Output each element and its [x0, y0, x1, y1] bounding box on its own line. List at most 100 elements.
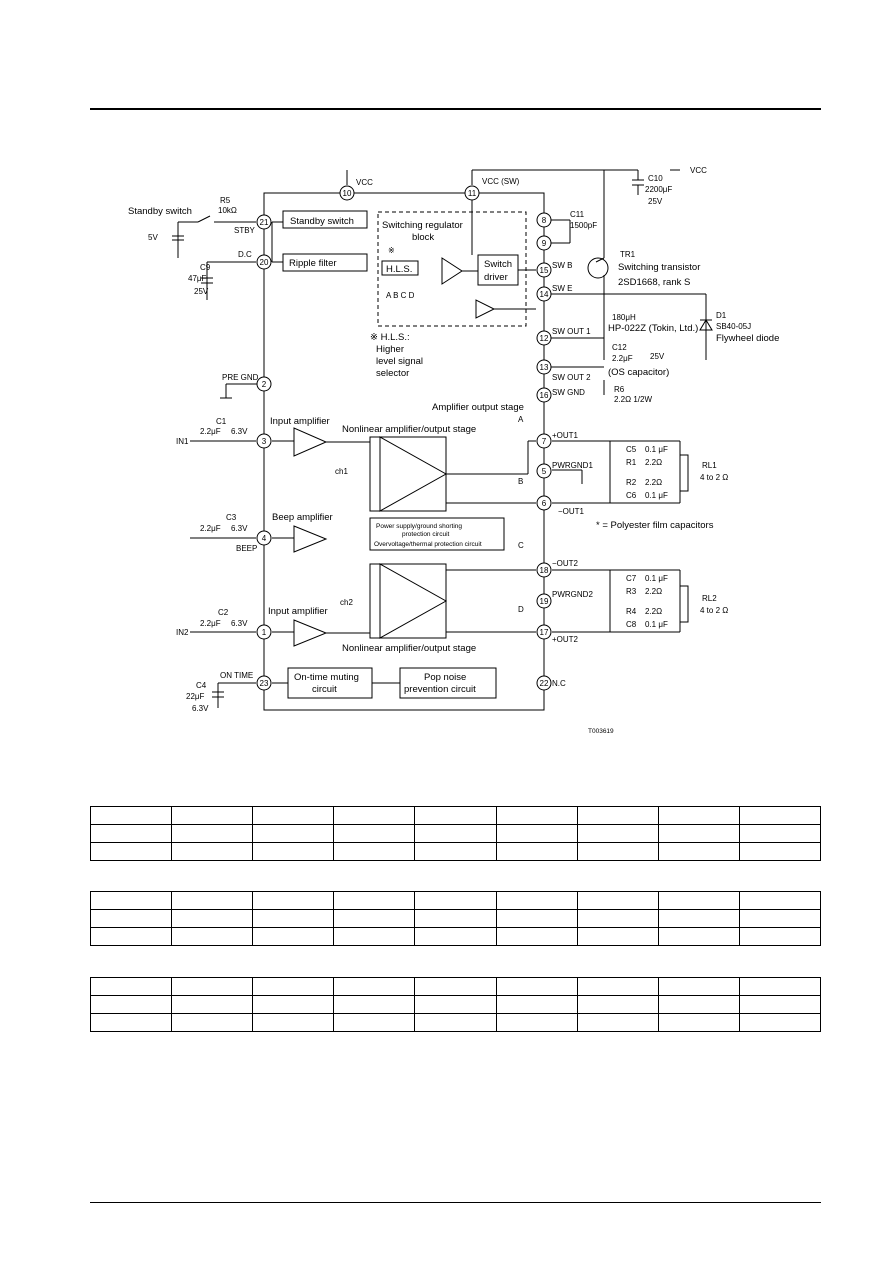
tr1-part: 2SD1668, rank S [618, 277, 690, 288]
table-cell [657, 1013, 740, 1032]
table-cell [576, 824, 659, 843]
table-cell [495, 824, 578, 843]
rl1-label: RL1 [702, 461, 717, 470]
ch2-label: ch2 [340, 598, 353, 607]
pin-23: 23 [260, 679, 269, 688]
c2-voltage: 6.3V [231, 619, 248, 628]
pin-15: 15 [540, 266, 549, 275]
table-cell [333, 806, 416, 825]
table-cell [89, 842, 173, 861]
table-cell [576, 842, 659, 861]
nc-label: N.C [552, 679, 566, 688]
r2-value: 2.2Ω [645, 478, 662, 487]
flywheel-diode-symbol [699, 319, 713, 331]
table-cell [252, 927, 335, 946]
c9-value: 47μF [188, 274, 207, 283]
input-amp-1-label: Input amplifier [270, 416, 330, 427]
pin-4: 4 [262, 534, 267, 543]
c12-value: 2.2μF [612, 354, 633, 363]
c8-label: C8 [626, 620, 637, 629]
ripple-filter-label: Ripple filter [289, 258, 337, 269]
pin-8: 8 [542, 216, 547, 225]
pin-20: 20 [260, 258, 269, 267]
figure-code: T003619 [588, 728, 614, 735]
table-cell [252, 891, 335, 910]
table-cell [171, 842, 254, 861]
table-cell [657, 927, 740, 946]
out1-plus-label: +OUT1 [552, 431, 579, 440]
c12-label: C12 [612, 343, 627, 352]
header-rule [90, 108, 821, 110]
abcd-label: A B C D [386, 291, 415, 300]
c5-value: 0.1 μF [645, 445, 668, 454]
table-row [89, 977, 822, 996]
swreg-label-1: Switching regulator [382, 220, 463, 231]
polyester-note: * = Polyester film capacitors [596, 520, 714, 531]
table-cell [89, 909, 173, 928]
out1-minus-label: −OUT1 [558, 507, 585, 516]
c2-label: C2 [218, 608, 229, 617]
tr1-label: TR1 [620, 250, 636, 259]
table-cell [576, 909, 659, 928]
table-row [89, 995, 822, 1014]
pop-noise-label-2: prevention circuit [404, 684, 476, 695]
table-row [89, 927, 822, 946]
c3-label: C3 [226, 513, 237, 522]
table-cell [333, 824, 416, 843]
table-cell [171, 995, 254, 1014]
d1-part: SB40-05J [716, 322, 751, 331]
c10-voltage: 25V [648, 197, 663, 206]
pin-1: 1 [262, 628, 267, 637]
r3-value: 2.2Ω [645, 587, 662, 596]
swe-label: SW E [552, 284, 572, 293]
on-time-muting-label-2: circuit [312, 684, 337, 695]
table-cell [738, 977, 822, 996]
table-cell [738, 1013, 822, 1032]
table-cell [738, 891, 822, 910]
pin-18: 18 [540, 566, 549, 575]
c9-label: C9 [200, 263, 211, 272]
d1-description: Flywheel diode [716, 333, 779, 344]
c1-value: 2.2μF [200, 427, 221, 436]
table-row [89, 909, 822, 928]
table-cell [171, 806, 254, 825]
c7-label: C7 [626, 574, 637, 583]
c1-voltage: 6.3V [231, 427, 248, 436]
hls-note-3: level signal [376, 356, 423, 367]
v5-label: 5V [148, 233, 158, 242]
pin-2: 2 [262, 380, 267, 389]
beep-amp-label: Beep amplifier [272, 512, 333, 523]
transistor-symbol [587, 257, 609, 279]
table-cell [333, 909, 416, 928]
footer-rule [90, 1202, 821, 1203]
tr1-description: Switching transistor [618, 262, 700, 273]
pin-16: 16 [540, 391, 549, 400]
table-cell [252, 995, 335, 1014]
table-cell [333, 1013, 416, 1032]
table-cell [657, 806, 740, 825]
dc-label: D.C [238, 250, 252, 259]
c7-value: 0.1 μF [645, 574, 668, 583]
table-cell [89, 977, 173, 996]
inductor-value: 180μH [612, 313, 636, 322]
switching-regulator-block [377, 211, 527, 327]
c5-label: C5 [626, 445, 637, 454]
table-cell [89, 806, 173, 825]
node-d: D [518, 605, 524, 614]
table-cell [657, 995, 740, 1014]
pin-10: 10 [343, 189, 352, 198]
table-cell [495, 927, 578, 946]
standby-switch-ext-label: Standby switch [128, 206, 192, 217]
table-cell [495, 1013, 578, 1032]
node-b: B [518, 477, 523, 486]
pin-17: 17 [540, 628, 549, 637]
c10-value: 2200μF [645, 185, 672, 194]
ch1-label: ch1 [335, 467, 348, 476]
table-cell [414, 977, 497, 996]
on-time-label: ON TIME [220, 671, 253, 680]
pin-21: 21 [260, 218, 269, 227]
table-cell [252, 909, 335, 928]
table-cell [657, 977, 740, 996]
protection-label-1: Power supply/ground shorting [376, 523, 462, 530]
inductor-part: HP-022Z (Tokin, Ltd.) [608, 323, 698, 334]
